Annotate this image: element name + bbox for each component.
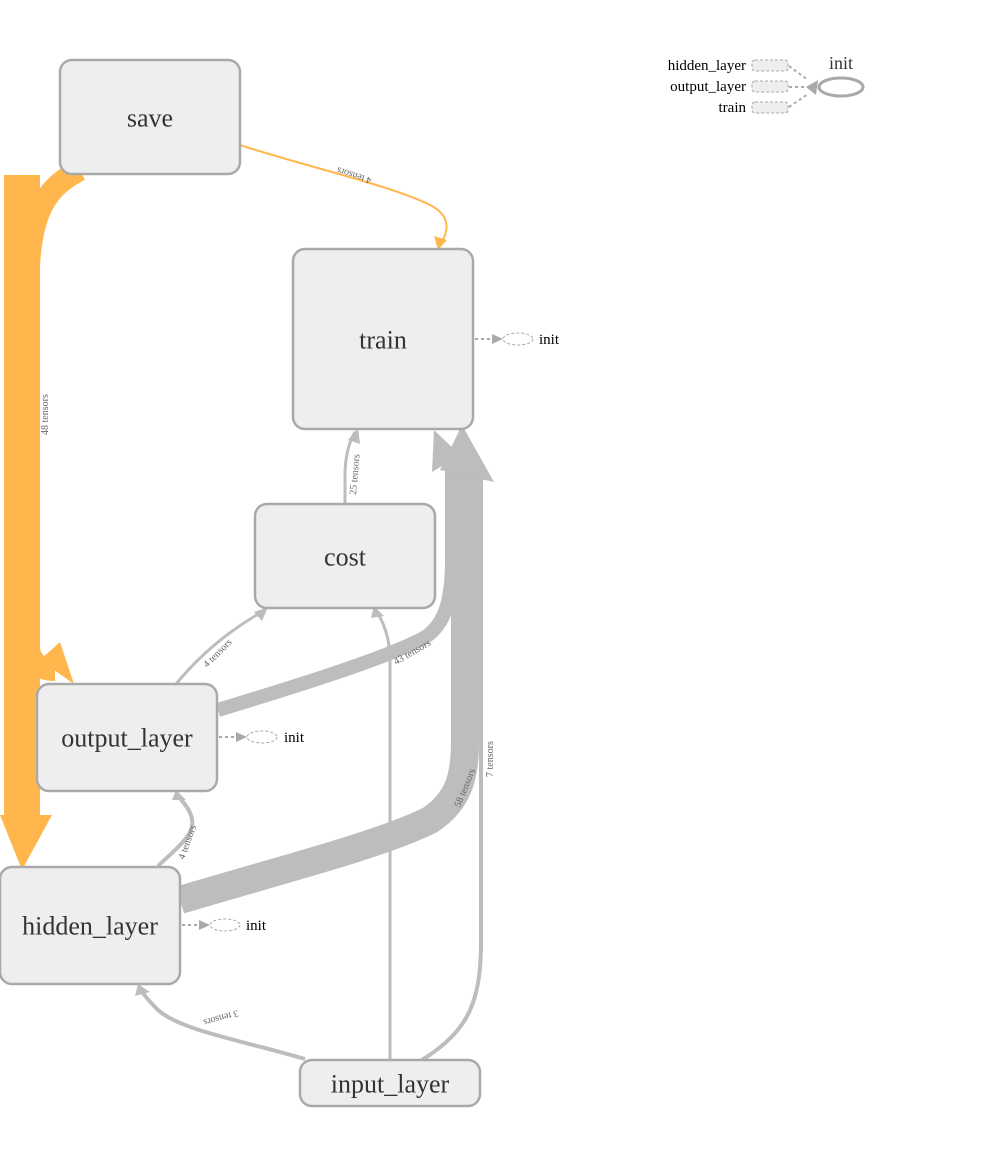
- node-label-cost: cost: [324, 543, 367, 572]
- node-train[interactable]: train: [291, 247, 475, 431]
- node-label-output-layer: output_layer: [61, 724, 193, 753]
- edge-hidden-layer-to-train[interactable]: [175, 455, 479, 914]
- edge-arrowhead: [432, 430, 460, 472]
- edge-arrowhead: [348, 428, 360, 444]
- edge-arrowhead: [135, 984, 150, 996]
- node-label-save: save: [127, 104, 173, 133]
- edge-output-layer-to-cost[interactable]: [174, 610, 263, 685]
- legend-item-output-layer: output_layer: [670, 79, 746, 95]
- edge-label-input-layer-to-hidden-layer: 3 tensors: [202, 1007, 240, 1027]
- node-hidden-layer[interactable]: hidden_layer: [0, 865, 182, 986]
- edge-hidden-layer-to-output-layer[interactable]: [156, 794, 195, 868]
- edge-input-layer-to-hidden-layer[interactable]: [138, 987, 306, 1061]
- edge-label-save-to-train: 4 tensors: [335, 164, 373, 186]
- edge-label-cost-to-train: 25 tensors: [348, 454, 363, 496]
- legend-init-node[interactable]: [817, 76, 865, 98]
- edge-arrowhead: [40, 642, 74, 684]
- edge-arrowhead: [0, 815, 52, 870]
- init-legend: hidden_layer output_layer train init: [668, 53, 865, 116]
- node-label-hidden-layer: hidden_layer: [22, 912, 158, 941]
- legend-item-train: train: [719, 100, 747, 116]
- init-node-train[interactable]: init: [475, 332, 560, 348]
- node-cost[interactable]: cost: [253, 502, 437, 610]
- init-label-output-layer: init: [284, 730, 305, 746]
- edge-save-to-output-layer[interactable]: [17, 160, 86, 681]
- legend-init-label: init: [829, 53, 853, 73]
- edge-label-input-layer-to-train: 7 tensors: [485, 741, 496, 777]
- node-input-layer[interactable]: input_layer: [298, 1058, 482, 1108]
- edge-label-hidden-layer-to-output-layer: 4 tensors: [176, 823, 199, 861]
- init-node-output-layer[interactable]: init: [219, 730, 305, 746]
- init-label-hidden-layer: init: [246, 918, 267, 934]
- legend-item-hidden-layer: hidden_layer: [668, 58, 746, 74]
- edge-input-layer-to-train[interactable]: [420, 470, 483, 1062]
- node-label-train: train: [359, 326, 407, 355]
- edge-arrowhead: [440, 425, 494, 482]
- init-label-train: init: [539, 332, 560, 348]
- edge-output-layer-to-train[interactable]: [215, 455, 459, 717]
- edge-label-save-to-output-layer: 48 tensors: [40, 394, 51, 435]
- edge-arrowhead: [172, 790, 186, 800]
- edge-arrowhead: [434, 236, 447, 250]
- init-node-hidden-layer[interactable]: init: [182, 918, 267, 934]
- node-output-layer[interactable]: output_layer: [35, 682, 219, 793]
- edge-arrowhead: [254, 607, 268, 621]
- node-save[interactable]: save: [58, 58, 242, 176]
- node-label-input-layer: input_layer: [331, 1070, 450, 1099]
- edge-save-to-train[interactable]: [239, 144, 448, 246]
